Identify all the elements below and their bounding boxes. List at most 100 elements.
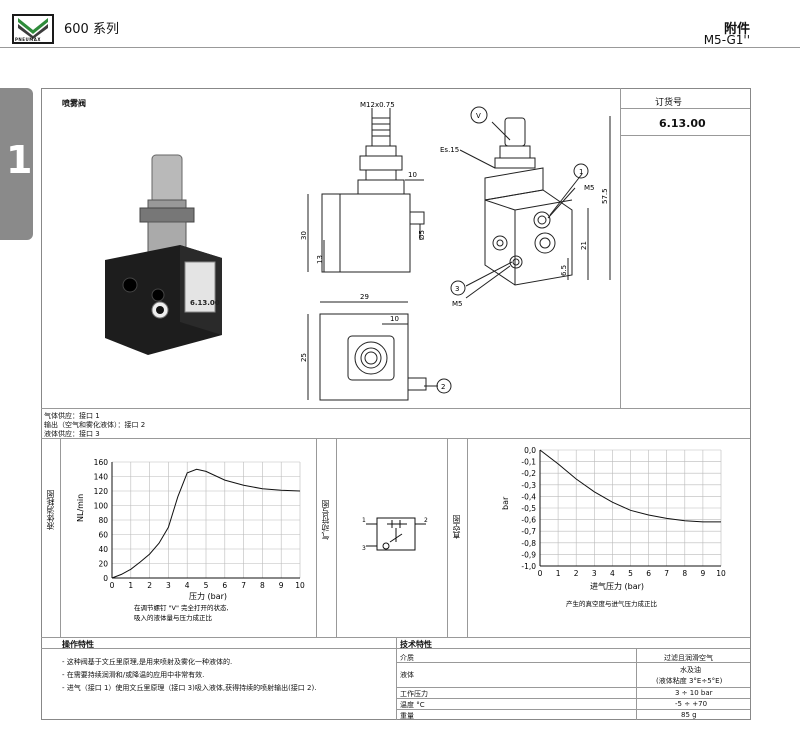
flow-ylabel: NL/min: [76, 494, 85, 522]
panel-div-e: [467, 438, 468, 637]
panel-div-c: [336, 438, 337, 637]
vacuum-ytick-label: 0,0: [524, 446, 536, 455]
tech-row-line-3: [396, 698, 750, 699]
tech-row-line-4: [396, 709, 750, 710]
dim-29: 29: [360, 293, 369, 301]
port-note-3: 液体供应：接口 3: [44, 430, 100, 438]
tech-value-viscosity: (液体粘度 3°E÷5°E): [656, 677, 723, 685]
flow-xtick-label: 8: [260, 581, 265, 590]
vacuum-xtick-label: 10: [716, 569, 726, 578]
tech-label-weight: 重量: [400, 712, 414, 720]
tech-col-divider: [636, 648, 637, 720]
flow-xtick-label: 10: [295, 581, 305, 590]
tech-value-temperature: -5 ÷ +70: [675, 700, 708, 708]
operation-title: 操作特性: [62, 640, 94, 649]
dim-10b: 10: [390, 315, 399, 323]
product-photo: 6.13.00: [105, 154, 222, 355]
order-line-a: [620, 108, 750, 109]
flow-xtick-label: 5: [204, 581, 209, 590]
flow-xtick-label: 2: [147, 581, 152, 590]
pneumatic-symbol: 1 2 3: [362, 517, 428, 552]
tech-row-line-2: [396, 687, 750, 688]
port-m5a: M5: [584, 184, 595, 192]
vacuum-caption: 产生的真空度与进气压力成正比: [566, 599, 658, 608]
dim-25: 25: [300, 353, 308, 362]
tech-value-pressure: 3 ÷ 10 bar: [675, 689, 713, 697]
tech-row-line-1: [396, 662, 750, 663]
vacuum-xtick-label: 8: [682, 569, 687, 578]
company-logo: PNEUMAX: [12, 14, 54, 44]
port-note-2: 输出（空气和雾化液体）：接口 2: [44, 421, 146, 429]
vacuum-series-line: [539, 449, 721, 523]
dim-d5: Ø5: [418, 230, 426, 240]
vacuum-ytick-label: -0,8: [521, 539, 536, 548]
series-title: 600 系列: [64, 22, 119, 37]
flow-xlabel: 压力 (bar): [189, 591, 227, 601]
port-note-1: 气体供应：接口 1: [44, 412, 100, 420]
callout-3: 3: [455, 285, 459, 293]
tech-label-fluid: 液体: [400, 671, 414, 679]
vacuum-xtick-label: 9: [701, 569, 706, 578]
dim-thread: M12x0.75: [360, 101, 395, 109]
vacuum-xtick-label: 0: [538, 569, 543, 578]
bottom-header-line: [41, 648, 750, 649]
tech-label-pressure: 工作压力: [400, 690, 428, 698]
dim-65: 6.5: [560, 265, 568, 276]
logo-mark: [18, 18, 48, 39]
dim-10a: 10: [408, 171, 417, 179]
vacuum-ytick-label: -1,0: [521, 562, 536, 571]
vacuum-ytick-label: -0,7: [521, 527, 536, 536]
photo-code: 6.13.00: [190, 299, 220, 307]
vacuum-ylabel: bar: [501, 496, 510, 510]
dim-30: 30: [300, 231, 308, 240]
tab-number: 1: [6, 138, 33, 182]
order-line-b: [620, 135, 750, 136]
technical-title: 技术特性: [400, 640, 432, 649]
header-divider: [0, 47, 800, 48]
vacuum-ytick-label: -0,3: [521, 481, 536, 490]
vacuum-xtick-label: 7: [664, 569, 669, 578]
section-tab: 1: [0, 88, 33, 240]
flow-xtick-label: 4: [185, 581, 190, 590]
vacuum-xtick-label: 5: [628, 569, 633, 578]
vacuum-ytick-label: -0,9: [521, 550, 536, 559]
callout-1: 1: [579, 168, 583, 176]
order-divider: [620, 88, 621, 408]
thread-size: M5-G1'': [703, 33, 750, 47]
order-label: 订货号: [655, 98, 683, 108]
dim-13: 13: [316, 255, 324, 264]
symbol-port-2: 2: [424, 517, 428, 524]
bottom-divider: [396, 637, 397, 720]
flow-ytick-label: 140: [94, 473, 109, 482]
hex-label: Es.15: [440, 146, 459, 154]
flow-ytick-label: 60: [98, 531, 108, 540]
tech-value-weight: 85 g: [681, 711, 697, 719]
vacuum-xtick-label: 3: [592, 569, 597, 578]
panel-div-a: [60, 438, 61, 637]
order-code: 6.13.00: [659, 117, 706, 130]
flow-xtick-label: 7: [241, 581, 246, 590]
flow-ytick-label: 100: [94, 502, 109, 511]
flow-series-line: [111, 468, 301, 579]
dim-575: 57.5: [601, 188, 609, 204]
flow-ytick-label: 20: [98, 560, 108, 569]
vacuum-ytick-label: -0,5: [521, 504, 536, 513]
flow-ytick-label: 40: [98, 545, 108, 554]
flow-chart-label: 液体消耗图: [46, 490, 55, 530]
flow-xtick-label: 0: [110, 581, 115, 590]
vacuum-ytick-label: -0,2: [521, 469, 536, 478]
vacuum-xtick-label: 2: [574, 569, 579, 578]
vacuum-chart-label: 真空图: [452, 515, 461, 539]
drawing-bottom-line: [41, 408, 750, 409]
tech-label-temperature: 温度 °C: [400, 701, 425, 709]
flow-ytick-label: 120: [94, 487, 109, 496]
symbol-port-3: 3: [362, 545, 366, 552]
flow-caption-2: 吸入的液体量与压力成正比: [134, 613, 213, 622]
operation-line-2: - 在需要持续润滑和/或降温的应用中非常有效.: [62, 671, 205, 679]
port-m5b: M5: [452, 300, 463, 308]
panel-div-b: [316, 438, 317, 637]
callout-v: V: [476, 112, 481, 120]
dim-21: 21: [580, 241, 588, 250]
